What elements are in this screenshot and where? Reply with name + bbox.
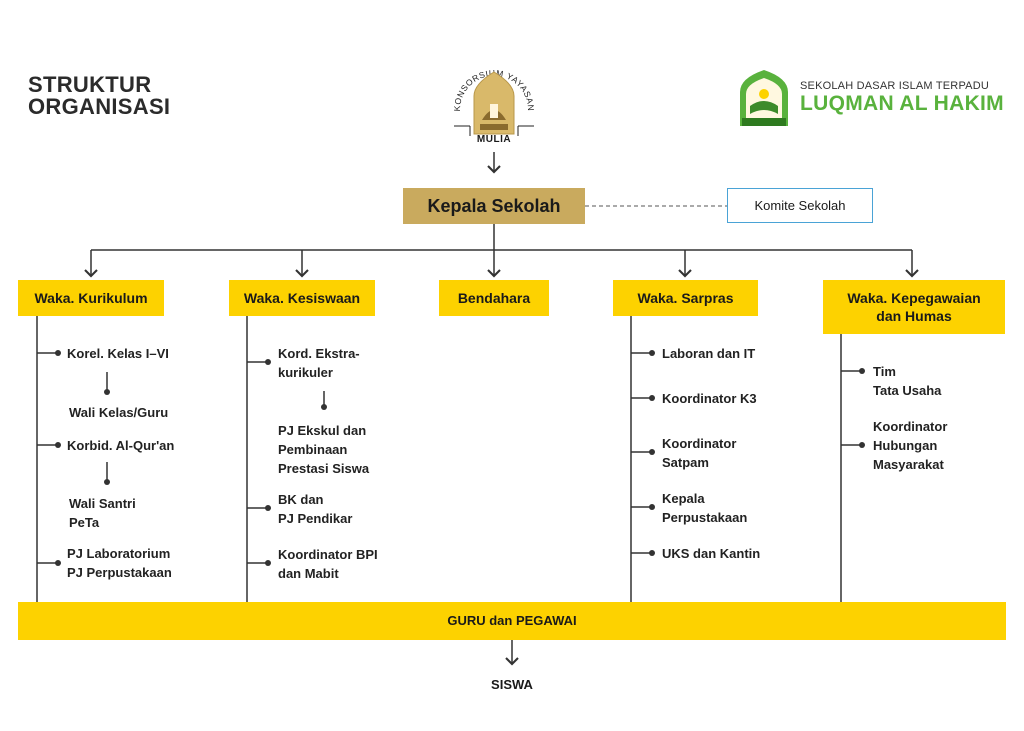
bullet-dot-icon [265,560,271,566]
bullet-dot-icon [104,479,110,485]
list-item: BK dan PJ Pendikar [278,492,353,526]
list-item: PJ Ekskul dan Pembinaan Prestasi Siswa [278,423,370,476]
department-label: Bendahara [457,290,531,306]
bullet-dot-icon [859,368,865,374]
department-box-facilities: Waka. Sarpras [613,280,758,316]
staff-label: GURU dan PEGAWAI [447,613,577,628]
list-item: Kepala Perpustakaan [662,491,748,525]
page-title-line2: ORGANISASI [28,94,171,119]
bullet-dot-icon [649,350,655,356]
list-item: Korbid. Al-Qur'an [67,438,175,453]
list-item: UKS dan Kantin [662,546,761,561]
department-label: Waka. Kepegawaian dan Humas [847,290,981,324]
committee-box: Komite Sekolah [727,188,873,223]
bullet-dot-icon [649,449,655,455]
list-item: Korel. Kelas I–VI [67,346,169,361]
head-label: Kepala Sekolah [427,195,561,216]
department-label: Waka. Kesiswaan [243,290,361,306]
head-box: Kepala Sekolah [403,188,585,224]
list-item: PJ Laboratorium PJ Perpustakaan [67,546,172,580]
department-box-treasurer: Bendahara [439,280,549,316]
mosque-dome-logo-icon: KONSORSIUM YAYASAN [452,68,536,136]
staff-bar: GURU dan PEGAWAI [18,602,1006,640]
list-item: Koordinator K3 [662,391,757,406]
department-box-student-affairs: Waka. Kesiswaan [229,280,375,316]
page-title: STRUKTUR ORGANISASI [28,74,170,118]
list-item: Laboran dan IT [662,346,756,361]
department-box-staffing-pr: Waka. Kepegawaian dan Humas [823,280,1005,334]
bullet-dot-icon [265,359,271,365]
list-item: Wali Kelas/Guru [69,405,169,420]
department-label: Waka. Kurikulum [34,290,148,306]
green-mosque-book-logo-icon [740,70,788,126]
department-label: Waka. Sarpras [637,290,734,306]
foundation-name: MULIA [476,134,512,145]
list-item: Wali Santri PeTa [69,496,136,530]
bullet-dot-icon [859,442,865,448]
bullet-dot-icon [649,504,655,510]
committee-label: Komite Sekolah [754,198,846,213]
list-item: Tim Tata Usaha [873,364,942,398]
list-item: Kord. Ekstra- kurikuler [278,346,360,380]
students-label: SISWA [491,677,533,692]
bullet-dot-icon [55,350,61,356]
school-name: LUQMAN AL HAKIM [800,92,1004,115]
school-subtitle: SEKOLAH DASAR ISLAM TERPADU [800,80,989,92]
bullet-dot-icon [649,395,655,401]
bullet-dot-icon [649,550,655,556]
bullet-dot-icon [55,442,61,448]
page-title-line1: STRUKTUR [28,72,152,97]
bullet-dot-icon [104,389,110,395]
department-box-curriculum: Waka. Kurikulum [18,280,164,316]
list-item: Koordinator BPI dan Mabit [278,547,378,581]
bullet-dot-icon [265,505,271,511]
list-item: Koordinator Satpam [662,436,737,470]
bullet-dot-icon [55,560,61,566]
list-item: Koordinator Hubungan Masyarakat [873,419,948,472]
bullet-dot-icon [321,404,327,410]
